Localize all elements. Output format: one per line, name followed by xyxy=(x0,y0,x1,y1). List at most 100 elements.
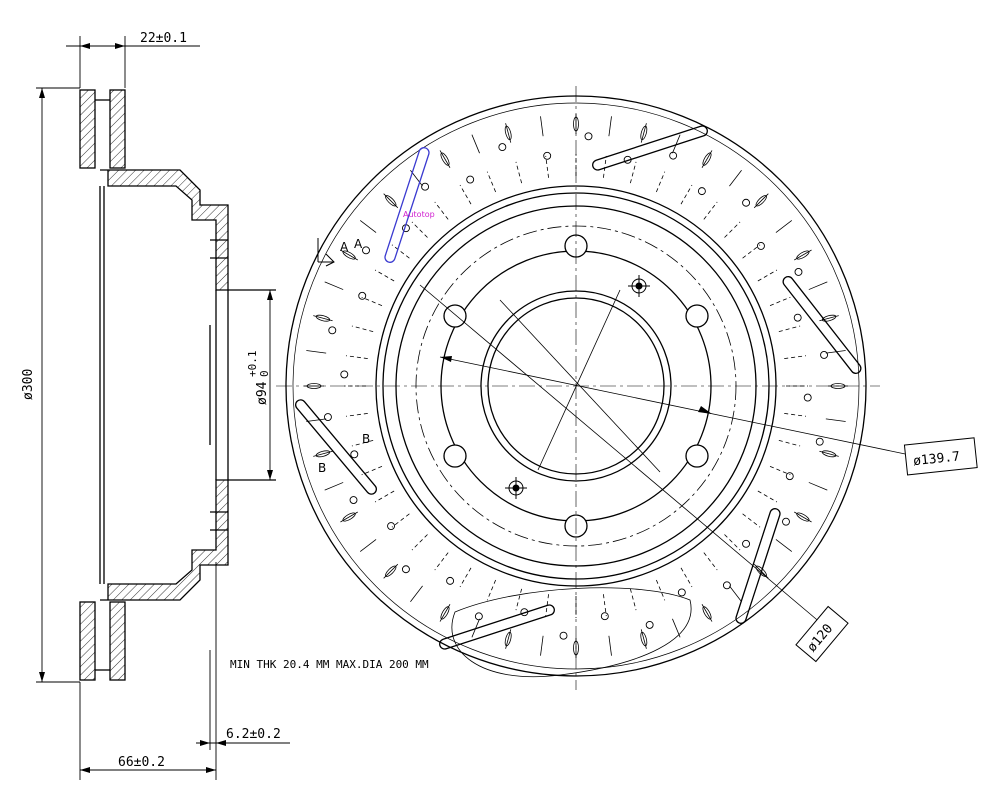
vent-vane xyxy=(459,567,472,588)
dim-outer-diameter: ø300 xyxy=(21,369,36,400)
drill-hole xyxy=(669,151,678,160)
vent-slot xyxy=(342,512,356,522)
section-arrowheads xyxy=(39,43,273,773)
vent-vane xyxy=(603,155,607,178)
drill-hole xyxy=(600,612,609,621)
vent-vane xyxy=(757,269,778,282)
vent-vane xyxy=(775,220,793,233)
bolt-hole xyxy=(443,304,467,328)
vent-vane xyxy=(351,439,374,447)
vent-vane xyxy=(411,221,428,238)
drill-hole xyxy=(323,413,332,422)
vent-vane xyxy=(655,579,666,601)
drill-hole xyxy=(498,143,507,152)
bolt-holes xyxy=(443,234,709,538)
vent-vane xyxy=(672,618,681,638)
vent-vane xyxy=(655,171,666,193)
front-arrowheads xyxy=(440,356,712,414)
vent-vane xyxy=(486,579,497,601)
vent-vane xyxy=(411,534,428,551)
friction-ring-top-left xyxy=(79,89,96,169)
vent-vane xyxy=(703,201,718,220)
vent-vane xyxy=(374,269,395,282)
drill-hole xyxy=(803,393,812,402)
vent-vane xyxy=(769,296,791,307)
drill-hole xyxy=(340,370,349,379)
vent-vane xyxy=(775,539,793,552)
vent-slot xyxy=(702,152,712,166)
vent-vane xyxy=(359,220,377,233)
vent-vane xyxy=(540,116,544,137)
bolt-hole xyxy=(443,444,467,468)
vent-vane xyxy=(608,116,612,137)
drill-hole xyxy=(328,326,337,335)
bolt-hole xyxy=(685,444,709,468)
vent-vane xyxy=(434,552,449,571)
vent-vane xyxy=(825,418,846,422)
vent-slot xyxy=(821,450,837,458)
vent-vane xyxy=(345,413,368,417)
vent-vane xyxy=(324,482,344,491)
vent-vane xyxy=(608,635,612,656)
vent-slot xyxy=(702,606,712,620)
vent-vane xyxy=(784,355,807,359)
drill-hole xyxy=(815,437,824,446)
vent-vane xyxy=(724,221,741,238)
drill-hole xyxy=(401,565,410,574)
dim-pcd-diameter: ø139.7 xyxy=(912,449,960,469)
vent-slot xyxy=(640,125,648,141)
vent-vane xyxy=(434,201,449,220)
centre-lines xyxy=(276,86,880,690)
drill-hole xyxy=(446,576,455,585)
section-label-b1: B xyxy=(362,432,370,446)
drill-hole xyxy=(474,612,483,621)
vent-vane xyxy=(742,513,761,528)
dim-hat-thickness: 6.2±0.2 xyxy=(226,727,281,742)
vent-vane xyxy=(374,490,395,503)
vent-vane xyxy=(729,585,742,603)
friction-ring-bottom-right xyxy=(109,601,126,681)
cross-slots xyxy=(294,125,862,650)
drill-hole xyxy=(742,539,750,548)
dim-bore-diameter: ø94 xyxy=(255,381,270,405)
vent-vane xyxy=(306,350,327,354)
vent-slot xyxy=(796,512,810,522)
vent-vane xyxy=(603,594,607,617)
section-label-a1: A xyxy=(340,240,349,254)
vent-vane xyxy=(769,465,791,476)
vent-vane xyxy=(742,244,761,259)
drill-hole xyxy=(820,350,829,359)
drill-hole xyxy=(584,132,593,141)
vent-slot xyxy=(640,631,648,647)
vent-slot xyxy=(440,606,450,620)
section-markers xyxy=(317,238,335,267)
vent-vane xyxy=(778,325,801,333)
drill-hole xyxy=(742,198,751,207)
vent-vane xyxy=(808,281,828,290)
vent-vane xyxy=(808,482,828,491)
vent-vane xyxy=(471,134,480,154)
vent-vane xyxy=(359,539,377,552)
vent-vane xyxy=(629,161,637,184)
vent-vane xyxy=(540,635,544,656)
vent-slot xyxy=(796,250,810,260)
drill-hole xyxy=(782,517,790,526)
watermark: Autotop xyxy=(403,210,435,219)
bolt-hole xyxy=(685,304,709,328)
section-view xyxy=(79,89,276,681)
vent-vane xyxy=(757,490,778,503)
inner-circle-label-box: ø120 xyxy=(795,605,849,663)
vent-vane xyxy=(410,585,423,603)
vent-vane xyxy=(724,534,741,551)
drill-hole xyxy=(794,268,803,276)
vent-slot xyxy=(504,125,512,141)
vent-slot xyxy=(755,195,767,207)
vent-slot-pattern xyxy=(304,114,848,658)
vent-vane xyxy=(486,171,497,193)
hat-section-top xyxy=(100,169,229,291)
vent-vane xyxy=(778,439,801,447)
vent-slot xyxy=(342,250,356,260)
vent-vane xyxy=(391,244,410,259)
vent-vane xyxy=(361,296,383,307)
annotation-swoosh xyxy=(451,587,692,678)
